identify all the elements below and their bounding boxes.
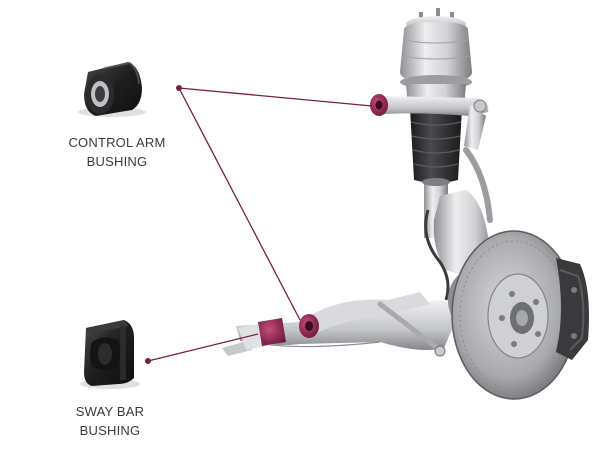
control-arm-label-line1: CONTROL ARM [68,135,166,150]
sway-bar-bushing-highlight [258,318,286,346]
control-arm-bushing-label: CONTROL ARM BUSHING [55,133,179,171]
suspension-assembly-illustration [222,8,589,400]
sway-bar-bushing-label: SWAY BAR BUSHING [58,402,162,440]
sway-bar-bushing-icon [80,320,140,389]
sway-bar-label-line2: BUSHING [79,423,141,438]
control-arm-label-line2: BUSHING [86,154,148,169]
control-arm-bushing-icon [78,61,146,117]
sway-bar-label-line1: SWAY BAR [75,404,145,419]
leader-line-upper-bushing [178,87,373,107]
leader-dot-control-arm [176,85,182,91]
leader-line-lower-bushing [178,87,301,321]
leader-dot-sway-bar [145,358,151,364]
leader-line-sway-bushing [147,333,259,362]
leader-lines [147,87,373,362]
